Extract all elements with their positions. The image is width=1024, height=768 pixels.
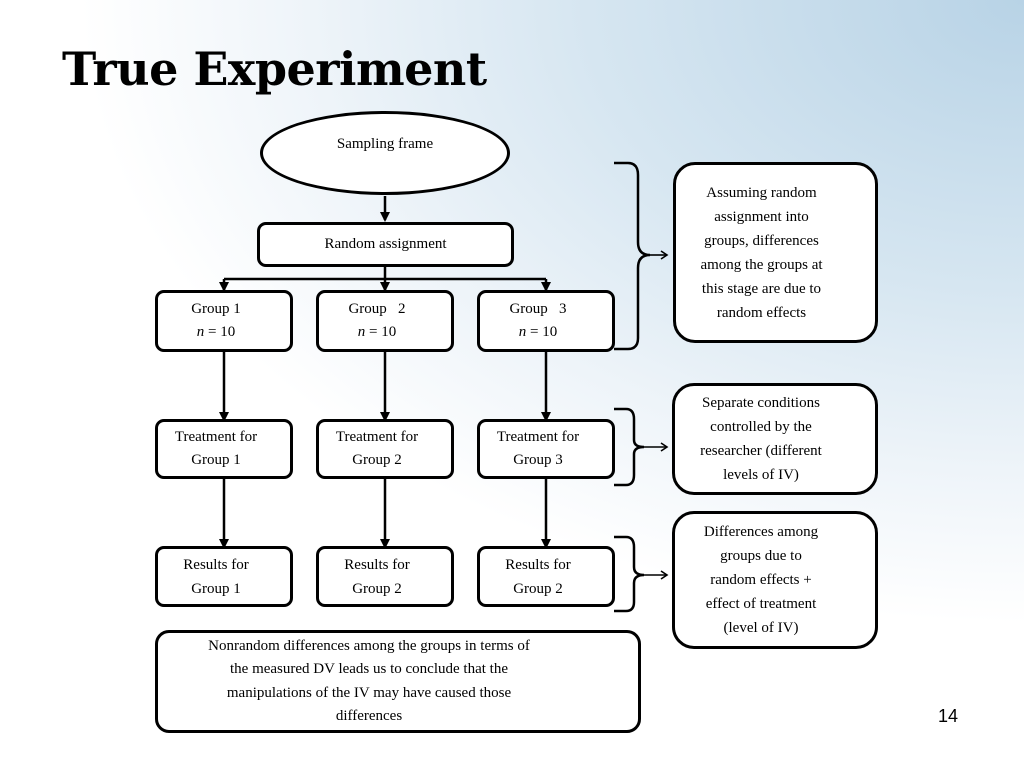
conclusion-node: Nonrandom differences among the groups i… bbox=[155, 630, 641, 733]
brace-random-stage bbox=[614, 161, 651, 351]
note-separate-conditions-line-2: controlled by the bbox=[710, 419, 812, 435]
conclusion-line-2: the measured DV leads us to conclude tha… bbox=[230, 661, 508, 677]
note-treatment-effect-line-1: Differences among bbox=[703, 524, 819, 540]
arrow-assignment-to-groups bbox=[219, 265, 551, 292]
note-treatment-effect-line-4: effect of treatment bbox=[705, 596, 817, 612]
results-3-group: Group 2 bbox=[513, 580, 563, 597]
group-1-size: n = 10 bbox=[196, 324, 236, 340]
group-1-label: Group 1 bbox=[191, 301, 241, 317]
results-2-group: Group 2 bbox=[352, 580, 402, 597]
treatment-2-node: Treatment for Group 2 bbox=[316, 419, 454, 479]
brace-arrow-random-stage bbox=[650, 250, 669, 260]
note-random-effects-line-6: random effects bbox=[716, 304, 807, 321]
group-3-node: Group 3 n = 10 bbox=[477, 290, 615, 352]
conclusion-line-4: differences bbox=[335, 708, 403, 724]
note-random-effects-line-2: assignment into bbox=[714, 208, 809, 225]
note-random-effects: Assuming random assignment into groups, … bbox=[673, 162, 878, 343]
note-treatment-effect-line-5: (level of IV) bbox=[723, 620, 799, 636]
brace-arrow-results-stage bbox=[644, 570, 669, 580]
note-random-effects-line-4: among the groups at bbox=[700, 256, 823, 273]
treatment-3-group: Group 3 bbox=[513, 452, 563, 468]
note-separate-conditions-line-4: levels of IV) bbox=[723, 467, 799, 483]
results-3-node: Results for Group 2 bbox=[477, 546, 615, 607]
conclusion-line-1: Nonrandom differences among the groups i… bbox=[208, 637, 530, 654]
note-separate-conditions-line-1: Separate conditions bbox=[702, 395, 820, 411]
note-random-effects-line-1: Assuming random bbox=[706, 184, 817, 201]
treatment-3-node: Treatment for Group 3 bbox=[477, 419, 615, 479]
results-3-label: Results for bbox=[505, 556, 571, 573]
brace-results-stage bbox=[614, 535, 645, 613]
slide-title: True Experiment bbox=[62, 42, 487, 96]
results-2-label: Results for bbox=[344, 556, 410, 573]
sampling-frame-label: Sampling frame bbox=[336, 135, 434, 152]
group-3-label: Group 3 bbox=[509, 301, 567, 317]
note-separate-conditions: Separate conditions controlled by the re… bbox=[672, 383, 878, 495]
random-assignment-label: Random assignment bbox=[324, 236, 447, 252]
group-2-size: n = 10 bbox=[357, 324, 397, 340]
treatment-2-group: Group 2 bbox=[352, 452, 402, 468]
results-2-node: Results for Group 2 bbox=[316, 546, 454, 607]
group-2-label: Group 2 bbox=[348, 301, 406, 317]
conclusion-line-3: manipulations of the IV may have caused … bbox=[226, 684, 512, 701]
treatment-3-label: Treatment for bbox=[496, 429, 580, 445]
random-assignment-node: Random assignment bbox=[257, 222, 514, 267]
treatment-1-group: Group 1 bbox=[191, 452, 241, 468]
note-random-effects-line-5: this stage are due to bbox=[701, 280, 822, 297]
group-1-node: Group 1 n = 10 bbox=[155, 290, 293, 352]
results-1-label: Results for bbox=[183, 556, 249, 573]
note-treatment-effect: Differences among groups due to random e… bbox=[672, 511, 878, 649]
brace-arrow-treatment-stage bbox=[644, 442, 669, 452]
note-treatment-effect-line-2: groups due to bbox=[720, 548, 802, 564]
treatment-2-label: Treatment for bbox=[335, 429, 419, 445]
brace-treatment-stage bbox=[614, 407, 645, 487]
group-2-node: Group 2 n = 10 bbox=[316, 290, 454, 352]
sampling-frame-node: Sampling frame bbox=[260, 111, 510, 195]
treatment-1-label: Treatment for bbox=[174, 429, 258, 445]
note-separate-conditions-line-3: researcher (different bbox=[700, 443, 822, 459]
group-3-size: n = 10 bbox=[518, 324, 558, 340]
results-1-group: Group 1 bbox=[191, 580, 241, 597]
note-random-effects-line-3: groups, differences bbox=[704, 232, 819, 249]
treatment-1-node: Treatment for Group 1 bbox=[155, 419, 293, 479]
results-1-node: Results for Group 1 bbox=[155, 546, 293, 607]
slide-number: 14 bbox=[938, 706, 959, 726]
note-treatment-effect-line-3: random effects + bbox=[710, 572, 812, 588]
